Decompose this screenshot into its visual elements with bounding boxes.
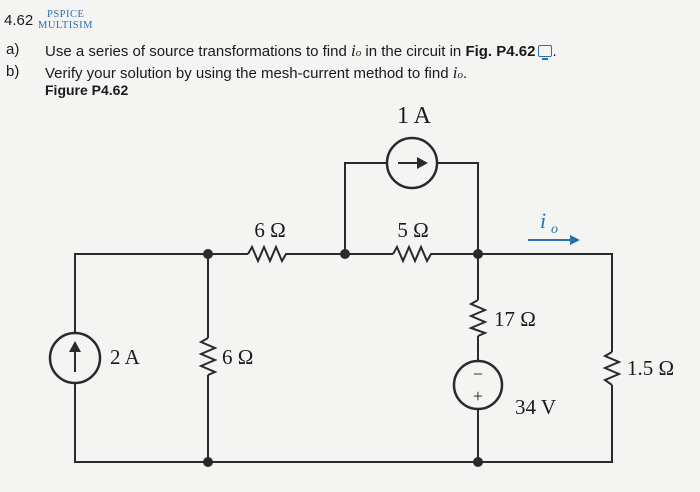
label-io-var: i (540, 208, 546, 233)
figure-document-icon[interactable] (538, 45, 553, 60)
node (340, 249, 350, 259)
wire-1a-left (344, 162, 388, 254)
circuit-nodes (203, 249, 483, 467)
figure-caption: Figure P4.62 (45, 82, 129, 98)
label-6ohm-mid: 6 Ω (222, 345, 253, 369)
resistor-17 (468, 299, 488, 337)
label-6ohm-top: 6 Ω (254, 218, 285, 242)
label-1-5ohm: 1.5 Ω (627, 356, 674, 380)
pspice-tag: PSPICE (47, 9, 85, 20)
circuit-wires (74, 162, 622, 463)
voltage-source-minus: − (473, 364, 483, 384)
current-source-2a (48, 331, 102, 385)
part-b-text: Verify your solution by using the mesh-c… (45, 63, 467, 83)
wire-top-right (433, 253, 613, 352)
part-a-text-middle: in the circuit in (361, 43, 466, 60)
label-5ohm: 5 Ω (397, 218, 428, 242)
resistor-5 (392, 244, 433, 264)
part-b-text-after: . (462, 65, 468, 82)
resistor-6-mid (198, 337, 218, 376)
resistor-1-5 (602, 351, 622, 386)
wire-1a-right (436, 162, 479, 254)
part-a-sub: o (355, 47, 362, 59)
problem-number: 4.62 (4, 12, 34, 29)
node (203, 457, 213, 467)
part-a-label: a) (6, 41, 20, 58)
part-a-text-after: . (552, 43, 557, 60)
current-io-arrow (528, 235, 580, 245)
label-2a: 2 A (110, 345, 141, 369)
part-a-text: Use a series of source transformations t… (45, 41, 557, 61)
voltage-source-plus: + (473, 386, 483, 406)
current-source-1a (385, 136, 439, 190)
part-a-text-before: Use a series of source transformations t… (45, 43, 351, 60)
resistor-6-top (247, 244, 290, 264)
part-b-sub: o (457, 69, 463, 81)
part-b-text-before: Verify your solution by using the mesh-c… (45, 65, 453, 82)
node (473, 249, 483, 259)
part-b-var: i (452, 63, 458, 82)
figure-link[interactable]: Fig. P4.62 (465, 43, 536, 60)
part-b-label: b) (6, 63, 20, 80)
part-a-var: i (350, 41, 356, 60)
node (473, 457, 483, 467)
wire-bottom (74, 370, 613, 463)
label-34v: 34 V (515, 395, 556, 419)
wire-top-left (74, 253, 248, 345)
multisim-tag: MULTISIM (38, 20, 93, 31)
node (203, 249, 213, 259)
label-1a: 1 A (397, 103, 432, 129)
label-io-sub: o (551, 222, 558, 237)
voltage-source-34v (452, 359, 504, 411)
label-17ohm: 17 Ω (494, 307, 536, 331)
